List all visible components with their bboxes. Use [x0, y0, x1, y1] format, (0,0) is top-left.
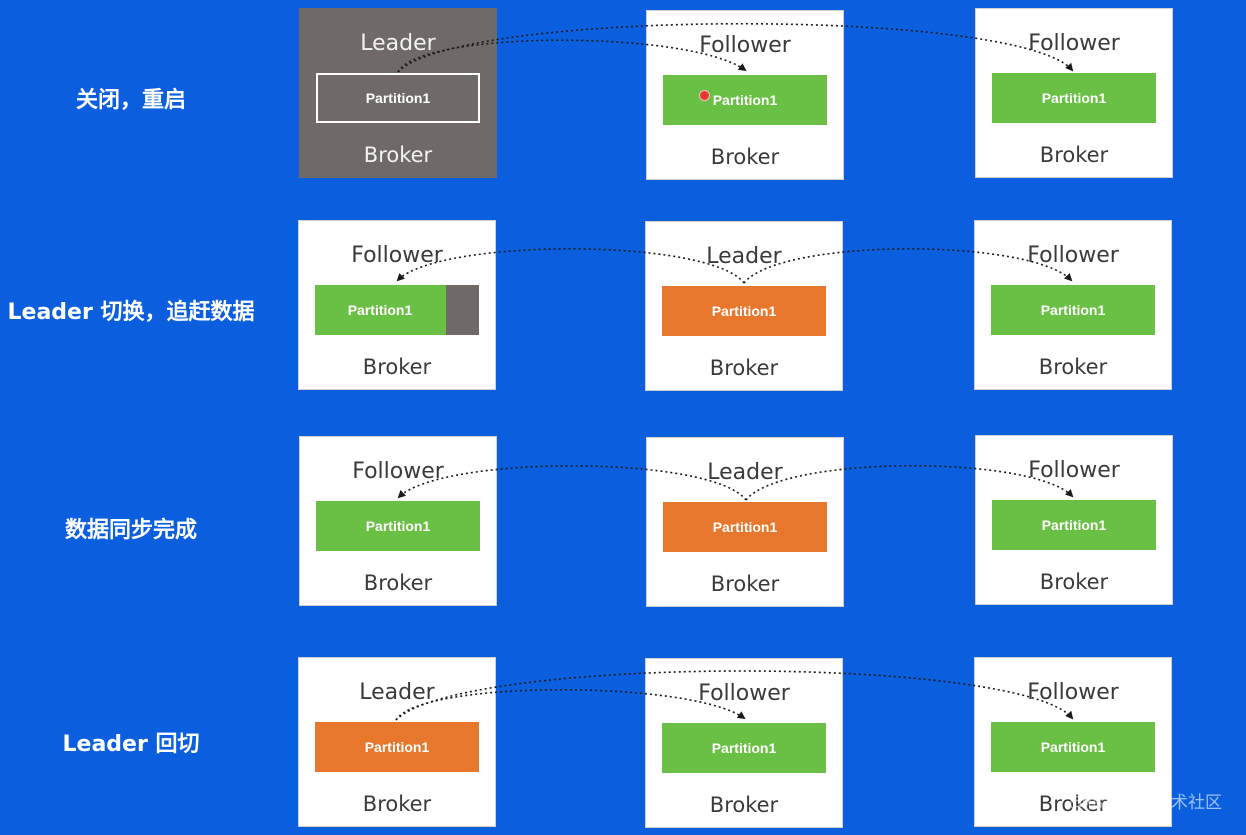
row-label-leader-switchback: Leader 回切 — [62, 732, 200, 757]
partition-block: Partition1 — [316, 73, 480, 123]
role-label: Leader — [707, 460, 783, 485]
partition-block: Partition1 — [991, 285, 1155, 335]
partition-block: Partition1 — [315, 285, 479, 335]
broker-label: Broker — [362, 792, 432, 816]
broker-box: Follower Partition1 Broker — [646, 10, 844, 180]
broker-label: Broker — [1039, 570, 1109, 594]
role-label: Leader — [360, 31, 436, 56]
partition-block: Partition1 — [992, 73, 1156, 123]
row-label-sync-complete: 数据同步完成 — [64, 518, 197, 543]
partition-block: Partition1 — [316, 501, 480, 551]
row-label-restart: 关闭，重启 — [75, 88, 186, 113]
role-label: Follower — [1028, 31, 1120, 56]
broker-box: Leader Partition1 Broker — [298, 657, 496, 827]
partition-label: Partition1 — [712, 519, 778, 535]
role-label: Follower — [1027, 243, 1119, 268]
role-label: Follower — [352, 459, 444, 484]
broker-box: Leader Partition1 Broker — [646, 437, 844, 607]
broker-label: Broker — [710, 572, 780, 596]
broker-label: Broker — [1038, 792, 1108, 816]
broker-box: Follower Partition1 Broker — [975, 435, 1173, 605]
broker-label: Broker — [1038, 355, 1108, 379]
role-label: Leader — [359, 680, 435, 705]
partition-block: Partition1 — [662, 286, 826, 336]
partition-label: Partition1 — [364, 739, 430, 755]
role-label: Follower — [698, 681, 790, 706]
partition-block: Partition1 — [663, 502, 827, 552]
partition-label: Partition1 — [347, 302, 413, 318]
broker-box: Follower Partition1 Broker — [645, 658, 843, 828]
broker-box: Follower Partition1 Broker — [975, 8, 1173, 178]
role-label: Follower — [699, 33, 791, 58]
broker-label: Broker — [709, 356, 779, 380]
broker-label: Broker — [362, 355, 432, 379]
broker-box: Follower Partition1 Broker — [974, 220, 1172, 390]
role-label: Follower — [1028, 458, 1120, 483]
role-label: Leader — [706, 244, 782, 269]
broker-box: Leader Partition1 Broker — [645, 221, 843, 391]
broker-label: Broker — [1039, 143, 1109, 167]
partition-label: Partition1 — [365, 518, 431, 534]
broker-label: Broker — [710, 145, 780, 169]
partition-block: Partition1 — [315, 722, 479, 772]
partition-label: Partition1 — [711, 303, 777, 319]
broker-box: Leader Partition1 Broker — [299, 8, 497, 178]
partition-label: Partition1 — [711, 740, 777, 756]
row-label-leader-switch: Leader 切换，追赶数据 — [7, 300, 255, 325]
partition-label: Partition1 — [1041, 90, 1107, 106]
partition-block: Partition1 — [663, 75, 827, 125]
partition-label: Partition1 — [1041, 517, 1107, 533]
partition-label: Partition1 — [1040, 739, 1106, 755]
broker-box: Follower Partition1 Broker — [299, 436, 497, 606]
partition-label: Partition1 — [712, 92, 778, 108]
role-label: Follower — [351, 243, 443, 268]
partition-label: Partition1 — [365, 90, 431, 106]
partition-block: Partition1 — [992, 500, 1156, 550]
partition-block: Partition1 — [662, 723, 826, 773]
partition-label: Partition1 — [1040, 302, 1106, 318]
pointer-marker — [699, 90, 710, 101]
role-label: Follower — [1027, 680, 1119, 705]
broker-box: Follower Partition1 Broker — [298, 220, 496, 390]
broker-label: Broker — [363, 571, 433, 595]
broker-label: Broker — [709, 793, 779, 817]
partition-block: Partition1 — [991, 722, 1155, 772]
watermark: @稀土掘金技术社区 — [1069, 793, 1222, 813]
broker-label: Broker — [363, 143, 433, 167]
